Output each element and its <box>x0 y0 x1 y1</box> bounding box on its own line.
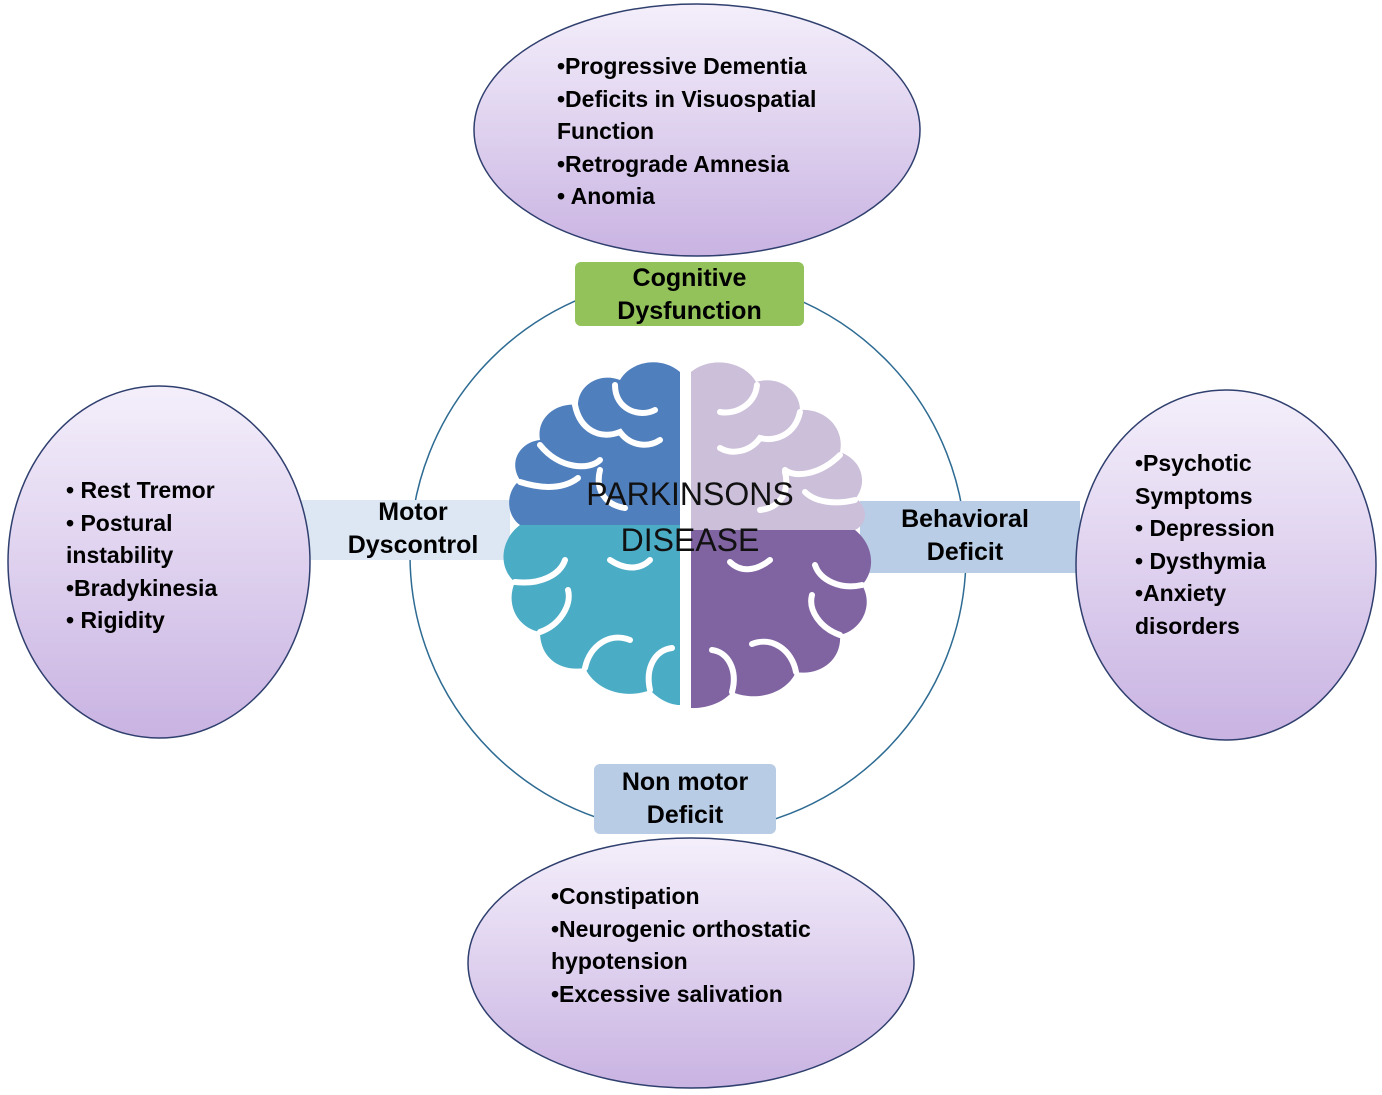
list-item: • Depression <box>1135 515 1275 541</box>
motor-ellipse <box>7 385 311 739</box>
list-item: • Anomia <box>557 183 655 209</box>
list-item: •Excessive salivation <box>551 980 783 1007</box>
list-item: •Neurogenic orthostatic <box>551 915 811 942</box>
list-item: disorders <box>1135 612 1240 639</box>
center-title-line1: PARKINSONS <box>586 476 794 512</box>
center-title-line2: DISEASE <box>620 522 760 558</box>
motor-label: Motor Dyscontrol <box>338 496 488 562</box>
nonmotor-ellipse <box>467 837 915 1089</box>
nonmotor-label-line2: Deficit <box>646 801 724 829</box>
list-item: Function <box>557 118 655 144</box>
list-item: •Retrograde Amnesia <box>557 150 790 177</box>
motor-label-line1: Motor <box>378 498 448 526</box>
list-item: •Progressive Dementia <box>557 53 807 79</box>
nonmotor-label-box <box>594 764 776 834</box>
motor-connector-bar <box>300 500 510 560</box>
motor-items: • Rest Tremor • Postural instability •Br… <box>66 474 217 637</box>
nonmotor-items: •Constipation •Neurogenic orthostatic hy… <box>551 880 811 1010</box>
cognitive-label-line1: Cognitive <box>632 264 747 292</box>
nonmotor-label-line1: Non motor <box>621 768 749 796</box>
list-item: •Bradykinesia <box>66 574 218 601</box>
cognitive-label-line2: Dysfunction <box>617 297 762 325</box>
list-item: • Rest Tremor <box>66 477 215 503</box>
motor-label-line2: Dyscontrol <box>347 531 479 559</box>
nonmotor-label: Non motor Deficit <box>594 766 776 832</box>
list-item: •Constipation <box>551 883 700 909</box>
center-title: PARKINSONS DISEASE <box>560 474 820 560</box>
cognitive-label-box <box>575 262 804 326</box>
list-item: • Postural <box>66 509 173 536</box>
behavioral-ellipse <box>1075 389 1377 741</box>
brain-icon <box>503 360 872 710</box>
list-item: •Anxiety <box>1135 580 1227 606</box>
list-item: instability <box>66 542 174 568</box>
list-item: Symptoms <box>1135 482 1253 509</box>
cognitive-items: •Progressive Dementia •Deficits in Visuo… <box>557 50 816 213</box>
list-item: • Dysthymia <box>1135 547 1266 574</box>
behavioral-label-line2: Deficit <box>926 538 1004 566</box>
behavioral-connector-bar <box>860 501 1080 573</box>
cognitive-ellipse <box>473 3 921 257</box>
list-item: •Psychotic <box>1135 450 1252 476</box>
behavioral-label-line1: Behavioral <box>901 505 1029 533</box>
list-item: •Deficits in Visuospatial <box>557 85 817 112</box>
behavioral-label: Behavioral Deficit <box>880 503 1050 569</box>
behavioral-items: •Psychotic Symptoms • Depression • Dysth… <box>1135 447 1275 642</box>
cognitive-label: Cognitive Dysfunction <box>575 262 804 328</box>
list-item: • Rigidity <box>66 607 165 633</box>
list-item: hypotension <box>551 948 688 974</box>
